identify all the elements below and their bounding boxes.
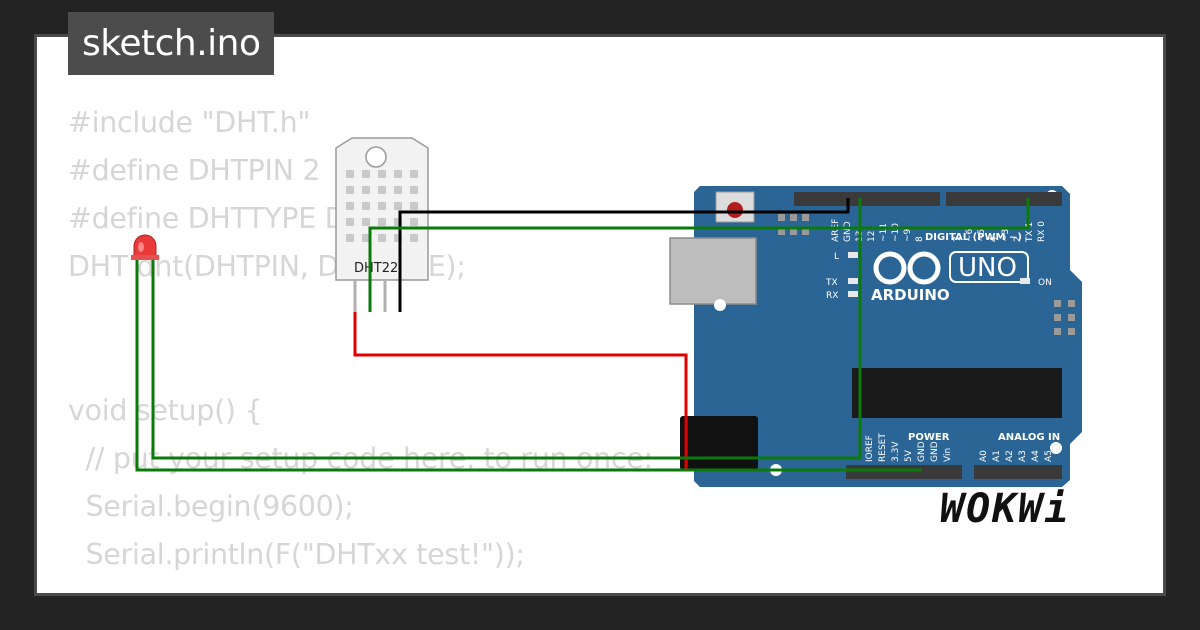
pin-label: 7 xyxy=(953,236,963,242)
wire-data[interactable] xyxy=(368,198,1030,312)
code-preview: #include "DHT.h"#define DHTPIN 2#define … xyxy=(68,99,653,579)
pin-label: TX 1 xyxy=(1025,222,1035,243)
pin-label: 3.3V xyxy=(891,441,901,462)
arduino-brand: ARDUINO xyxy=(871,286,950,304)
sensor-mount-hole xyxy=(365,146,387,168)
pin-label: 5V xyxy=(904,449,914,462)
uno-label: UNO xyxy=(958,253,1017,283)
power-header[interactable] xyxy=(846,465,962,479)
led-rx-label: RX xyxy=(826,291,838,301)
led-on-label: ON xyxy=(1038,278,1052,288)
pin-label: ~11 xyxy=(879,223,889,242)
led-l-label: L xyxy=(834,252,839,262)
code-line: Serial.println(F("DHTxx test!")); xyxy=(68,538,525,571)
digital-header[interactable] xyxy=(794,192,1062,206)
page-title: sketch.ino xyxy=(68,12,275,75)
power-header-label: POWER xyxy=(908,432,950,443)
pin-label: ~5 xyxy=(977,229,987,242)
code-line: #define DHTPIN 2 xyxy=(68,154,321,187)
uno-badge xyxy=(949,251,1029,283)
led-tx-label: TX xyxy=(825,278,838,288)
pin-label: A1 xyxy=(992,450,1002,462)
pin-label: RESET xyxy=(878,433,888,462)
pin-label: A0 xyxy=(979,450,989,462)
wire-led-cathode[interactable] xyxy=(135,260,922,472)
pin-label: AREF xyxy=(831,219,841,242)
pin-label: A5 xyxy=(1044,450,1054,462)
code-line: #include "DHT.h" xyxy=(68,106,311,139)
arduino-infinity-logo xyxy=(873,251,941,285)
pin-label: 12 xyxy=(867,231,877,242)
digital-header-label: DIGITAL (PWM ~) xyxy=(925,232,1022,243)
sensor-label: DHT22 xyxy=(354,261,398,276)
pin-label: 4 xyxy=(989,236,999,242)
wires[interactable] xyxy=(135,198,1030,472)
pin-label: GND xyxy=(930,441,940,462)
pin-label: RX 0 xyxy=(1037,221,1047,242)
pin-label: GND xyxy=(843,221,853,242)
wire-vcc[interactable] xyxy=(353,312,688,470)
pin-label: A3 xyxy=(1018,450,1028,462)
dht22-sensor[interactable]: DHT22 xyxy=(335,137,429,312)
usb-connector xyxy=(669,237,757,305)
icsp-header-left xyxy=(778,214,809,235)
pin-label: IOREF xyxy=(865,435,875,462)
analog-header[interactable] xyxy=(974,465,1062,479)
pin-label: Vin xyxy=(943,448,953,462)
wire-gnd[interactable] xyxy=(398,198,850,312)
pin-label: A4 xyxy=(1031,450,1041,462)
analog-header-label: ANALOG IN xyxy=(998,432,1060,443)
red-led[interactable] xyxy=(131,234,159,260)
pin-label: ~10 xyxy=(891,223,901,242)
mount-hole xyxy=(1050,442,1062,454)
pin-label: ~9 xyxy=(903,228,913,242)
pin-label: 8 xyxy=(915,236,925,242)
mount-hole xyxy=(714,299,726,311)
pin-label: ~6 xyxy=(965,228,975,242)
pin-label: GND xyxy=(917,441,927,462)
wokwi-logo: WOKWi xyxy=(940,486,1071,532)
pin-label: A2 xyxy=(1005,450,1015,462)
wire-led-anode[interactable] xyxy=(151,198,862,460)
pin-label: 2 xyxy=(1013,236,1023,242)
pin-label: ~3 xyxy=(1001,229,1011,242)
microcontroller-chip xyxy=(852,368,1062,418)
icsp-header-right xyxy=(1054,300,1075,335)
reset-button-cap[interactable] xyxy=(727,202,743,218)
sensor-legs xyxy=(353,280,402,312)
code-line: Serial.begin(9600); xyxy=(68,490,354,523)
power-jack xyxy=(680,416,758,470)
status-leds xyxy=(848,252,1030,297)
